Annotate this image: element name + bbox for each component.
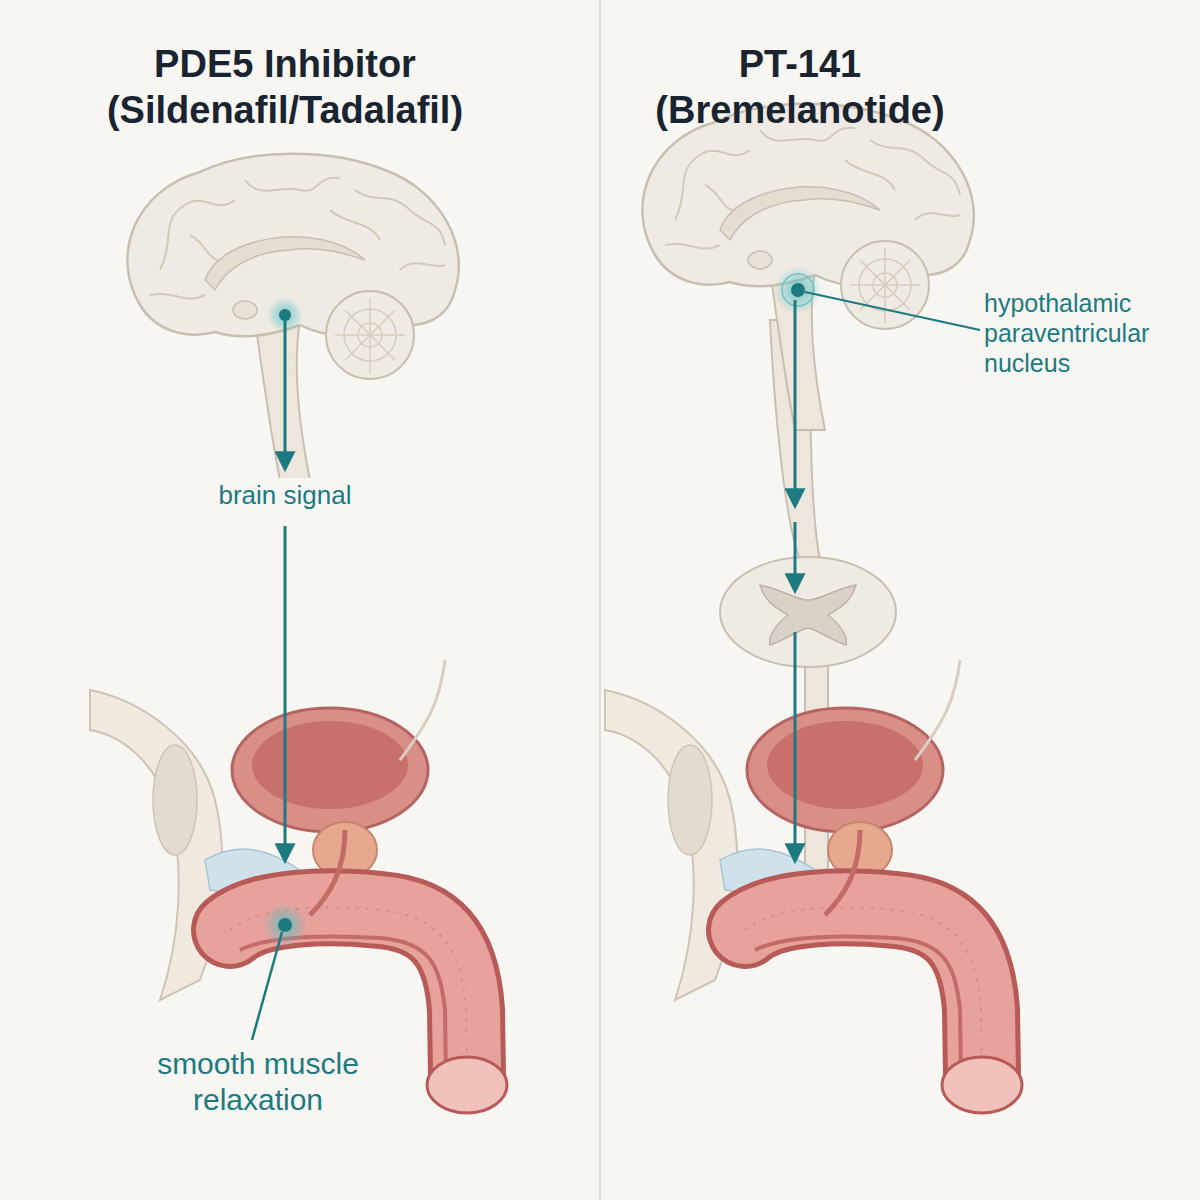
pelvic-anatomy bbox=[90, 660, 507, 1113]
callout-label: smooth muscle relaxation bbox=[118, 1046, 398, 1118]
signal-arrow bbox=[284, 320, 287, 468]
signal-arrow bbox=[794, 300, 797, 505]
brain-illustration bbox=[127, 154, 458, 480]
signal-dot bbox=[279, 309, 291, 321]
column-heading: PDE5 Inhibitor (Sildenafil/Tadalafil) bbox=[55, 42, 515, 133]
signal-arrow bbox=[794, 632, 797, 860]
glow-ring bbox=[782, 274, 814, 306]
target-dot bbox=[278, 918, 292, 932]
signal-arrow bbox=[284, 526, 287, 860]
leader-line bbox=[252, 932, 282, 1040]
signal-label: brain signal bbox=[213, 478, 358, 513]
callout-label: hypothalamic paraventricular nucleus bbox=[984, 288, 1194, 378]
glow-dot bbox=[774, 266, 822, 314]
signal-arrow bbox=[794, 522, 797, 590]
glow-dot bbox=[263, 903, 307, 947]
grey-matter bbox=[760, 585, 856, 645]
divider-line bbox=[599, 0, 601, 1200]
signal-dot bbox=[791, 283, 805, 297]
column-heading: PT-141 (Bremelanotide) bbox=[630, 42, 970, 133]
brain-illustration bbox=[642, 104, 973, 430]
leader-line bbox=[805, 292, 980, 330]
spinal-cross-section bbox=[720, 557, 896, 667]
pelvic-anatomy bbox=[605, 660, 1022, 1113]
